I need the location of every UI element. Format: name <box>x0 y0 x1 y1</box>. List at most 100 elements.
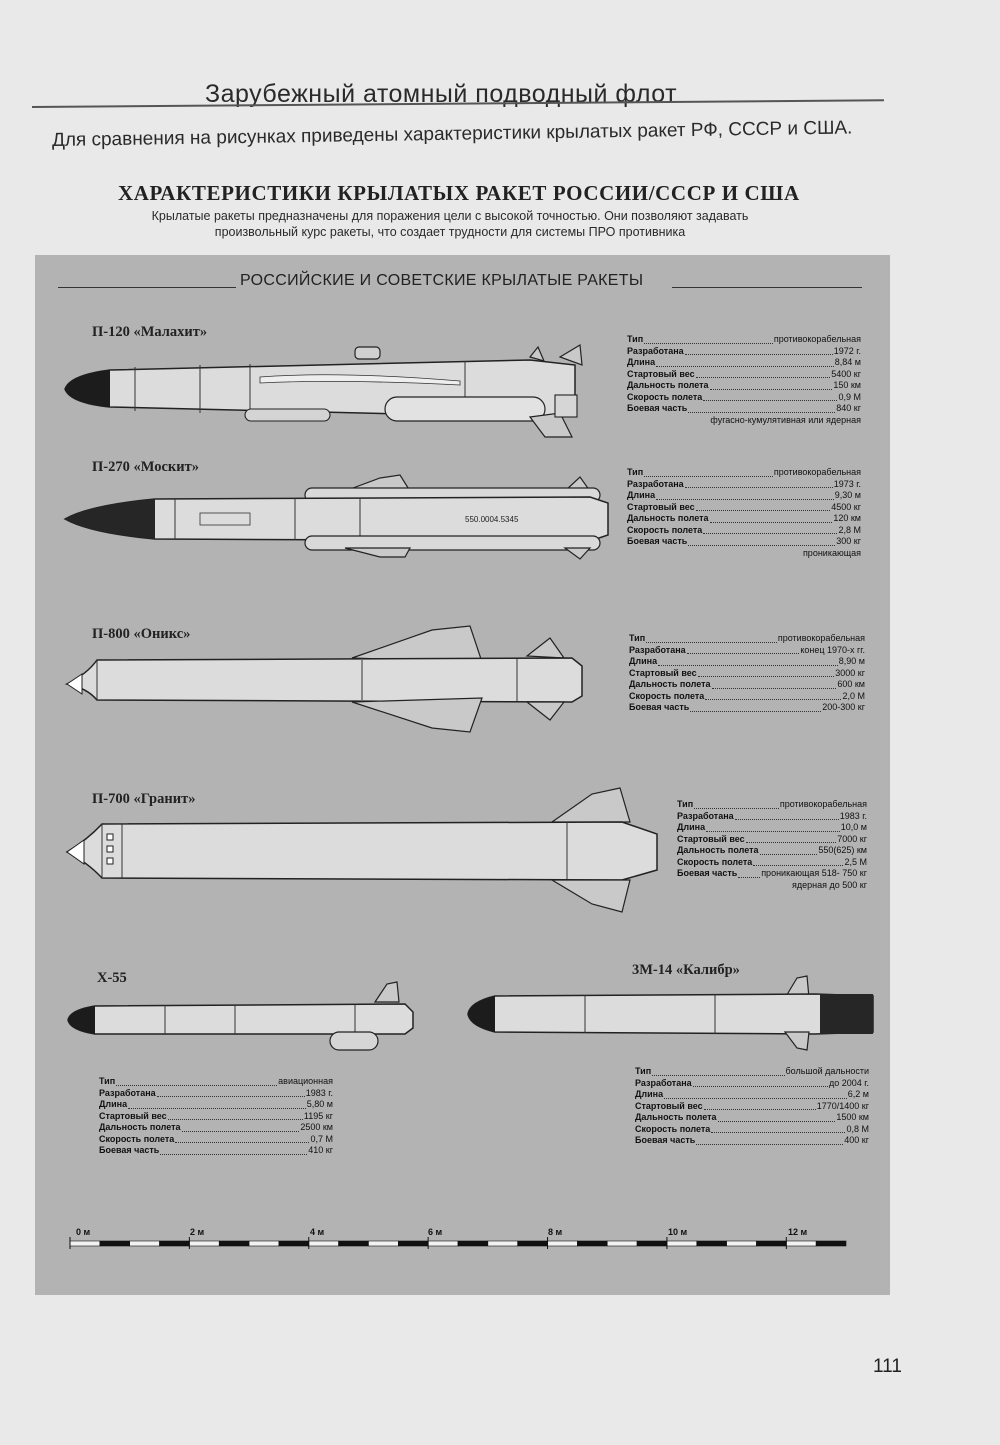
scale-segment <box>99 1240 130 1247</box>
scale-label: 4 м <box>310 1227 325 1237</box>
spec-value: противокорабельная <box>779 799 867 809</box>
scale-segment <box>636 1240 668 1247</box>
spec-value: 0,8 М <box>846 1123 869 1134</box>
figure-subtitle: Крылатые ракеты предназначены для пораже… <box>60 208 840 240</box>
spec-label: Дальность полета <box>677 845 759 855</box>
spec-value: 0,9 М <box>838 391 861 402</box>
spec-value: 8,90 м <box>838 656 865 666</box>
spec-value: 120 км <box>833 513 861 523</box>
spec-label: Длина <box>629 656 658 666</box>
scale-segment <box>815 1240 847 1247</box>
spec-label: Стартовый вес <box>635 1100 703 1111</box>
spec-value: 410 кг <box>308 1145 333 1155</box>
section-title: РОССИЙСКИЕ И СОВЕТСКИЕ КРЫЛАТЫЕ РАКЕТЫ <box>240 272 644 289</box>
spec-value: 1770/1400 кг <box>816 1100 869 1111</box>
spec-row: Скорость полета 0,7 М <box>99 1134 333 1146</box>
spec-value: 2,5 М <box>844 856 867 867</box>
spec-label: Стартовый вес <box>627 501 695 512</box>
subtitle-line-1: Крылатые ракеты предназначены для пораже… <box>151 209 749 223</box>
missile-drawing-p270: 550.0004.5345 <box>63 474 609 560</box>
spec-value: 5,80 м <box>306 1099 333 1109</box>
spec-value: 10,0 м <box>840 822 867 832</box>
spec-label: Тип <box>635 1066 652 1076</box>
scale-segment <box>368 1240 399 1247</box>
scale-segment <box>606 1240 638 1247</box>
spec-value: 3000 кг <box>835 667 865 678</box>
scale-segment <box>278 1240 310 1247</box>
missile-name-3m14: 3М-14 «Калибр» <box>632 962 740 978</box>
spec-value: 150 км <box>833 380 861 390</box>
scale-segment <box>577 1240 608 1247</box>
spec-value: 600 км <box>837 679 865 689</box>
spec-row: Тип авиационная <box>99 1076 333 1088</box>
missile-name-p120: П-120 «Малахит» <box>92 324 208 340</box>
missile-drawing-p120 <box>64 343 583 438</box>
spec-table-p700: Тип противокорабельная Разработана 1983 г.… <box>677 799 867 891</box>
scale-segment <box>189 1240 220 1247</box>
scale-segment <box>487 1240 518 1247</box>
scale-segment <box>457 1240 489 1247</box>
missile-drawing-p700 <box>65 787 658 913</box>
spec-row: Боевая часть проникающая 518- 750 кг <box>677 868 867 880</box>
missile-drawing-3m14 <box>467 975 874 1051</box>
scale-segment <box>666 1240 698 1247</box>
missile-name-x55: Х-55 <box>97 970 127 986</box>
scale-segment <box>786 1240 817 1247</box>
spec-value: 0,7 М <box>310 1133 333 1144</box>
figure-title: ХАРАКТЕРИСТИКИ КРЫЛАТЫХ РАКЕТ РОССИИ/ССС… <box>118 181 800 205</box>
spec-value: 1983 г. <box>839 810 867 821</box>
spec-label: Дальность полета <box>627 380 709 390</box>
spec-label: Боевая часть <box>677 868 738 878</box>
spec-label: Тип <box>627 467 644 477</box>
running-header: Зарубежный атомный подводный флот <box>205 80 678 108</box>
spec-label: Боевая часть <box>627 403 688 413</box>
missile-drawing-p800 <box>64 625 583 733</box>
spec-value: до 2004 г. <box>829 1077 869 1088</box>
spec-value: проникающая 518- 750 кг <box>761 868 867 878</box>
spec-label: Тип <box>677 799 694 809</box>
spec-value: 2,0 М <box>842 690 865 701</box>
scale-segment <box>129 1240 160 1247</box>
spec-row: Разработана 1983 г. <box>677 811 867 823</box>
missile-name-p270: П-270 «Москит» <box>92 459 199 475</box>
scale-ruler <box>69 1237 847 1249</box>
spec-value: авиационная <box>278 1076 333 1086</box>
section-rule-left <box>58 287 236 288</box>
scale-segment <box>159 1240 190 1247</box>
scale-label: 8 м <box>548 1227 563 1237</box>
spec-label: Боевая часть <box>629 702 690 712</box>
spec-label: Скорость полета <box>99 1133 175 1144</box>
spec-row: Скорость полета 2,0 М <box>629 691 865 703</box>
spec-label: Разработана <box>677 810 734 821</box>
missile-drawing-x55 <box>67 981 414 1051</box>
scale-segment <box>218 1240 250 1247</box>
spec-label: Дальность полета <box>99 1122 181 1132</box>
spec-label: Тип <box>99 1076 116 1086</box>
spec-row: Длина 8,90 м <box>629 656 865 668</box>
spec-label: Скорость полета <box>629 690 705 701</box>
scale-bar: 0 м 2 м 4 м 6 м 8 м 10 м 12 м <box>68 1227 848 1267</box>
spec-value: 550(625) км <box>818 845 867 855</box>
spec-label: Разработана <box>627 478 684 489</box>
scale-segment <box>248 1240 280 1247</box>
